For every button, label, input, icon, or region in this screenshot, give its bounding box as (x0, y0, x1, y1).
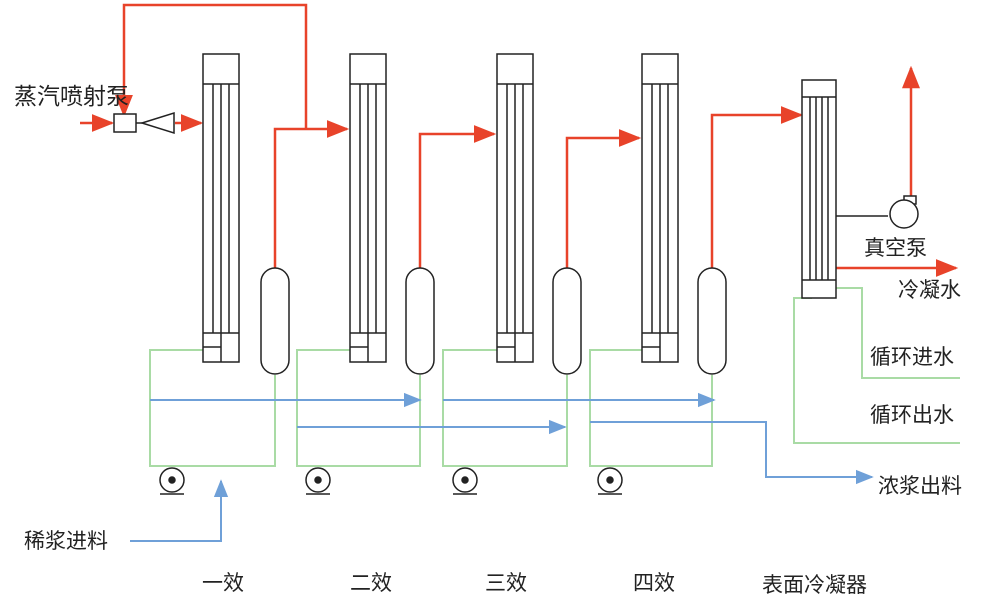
effect-3-separator (552, 267, 582, 375)
circulating-water-in-line (836, 287, 960, 379)
jet-pump-nozzle (139, 111, 175, 135)
effect-1-label: 一效 (202, 571, 244, 595)
effect-1-separator (260, 267, 290, 375)
loop-effect-4 (589, 349, 713, 467)
liquid-lines (130, 392, 874, 542)
effect-4-evaporator (641, 53, 679, 363)
pump-effect-4-icon (597, 467, 623, 495)
steam-jet-pump-label: 蒸汽喷射泵 (14, 84, 129, 110)
thick-slurry-out-label: 浓浆出料 (878, 474, 962, 498)
steam-lines (80, 3, 959, 277)
cooling-water-label: 冷凝水 (898, 278, 961, 302)
loop-effect-3 (442, 349, 568, 467)
vacuum-pump-label: 真空泵 (864, 236, 927, 260)
effect-3-label: 三效 (485, 571, 527, 595)
jet-pump-body (113, 113, 137, 133)
loop-effect-1 (149, 349, 276, 467)
steam-recycle-line (115, 3, 308, 128)
pump-effect-2-icon (305, 467, 331, 495)
effect-4-label: 四效 (633, 571, 675, 595)
circulating-water-in-label: 循环进水 (870, 345, 954, 369)
surface-condenser-unit (801, 79, 837, 299)
effect-4-separator (697, 267, 727, 375)
circulating-water-out-label: 循环出水 (870, 403, 954, 427)
vapor-2-to-3 (418, 125, 497, 268)
thin-slurry-feed-line (130, 479, 229, 542)
pump-effect-1-icon (159, 467, 185, 495)
vapor-3-to-4 (565, 129, 642, 268)
surface-condenser-label: 表面冷凝器 (762, 573, 867, 597)
effect-1-evaporator (202, 53, 240, 363)
vapor-4-to-condenser (710, 106, 804, 268)
circulation-pumps (159, 467, 623, 495)
effect-3-evaporator (496, 53, 534, 363)
thin-slurry-feed-label: 稀浆进料 (24, 529, 108, 553)
loop-effect-2 (296, 349, 421, 467)
effect-2-separator (405, 267, 435, 375)
thick-slurry-out-line (590, 421, 874, 485)
vapor-1-to-2 (273, 120, 350, 268)
steam-jet-pump (113, 111, 175, 135)
pump-effect-3-icon (452, 467, 478, 495)
effect-2-label: 二效 (350, 571, 392, 595)
effect-2-evaporator (349, 53, 387, 363)
vacuum-pump-icon (889, 195, 919, 229)
